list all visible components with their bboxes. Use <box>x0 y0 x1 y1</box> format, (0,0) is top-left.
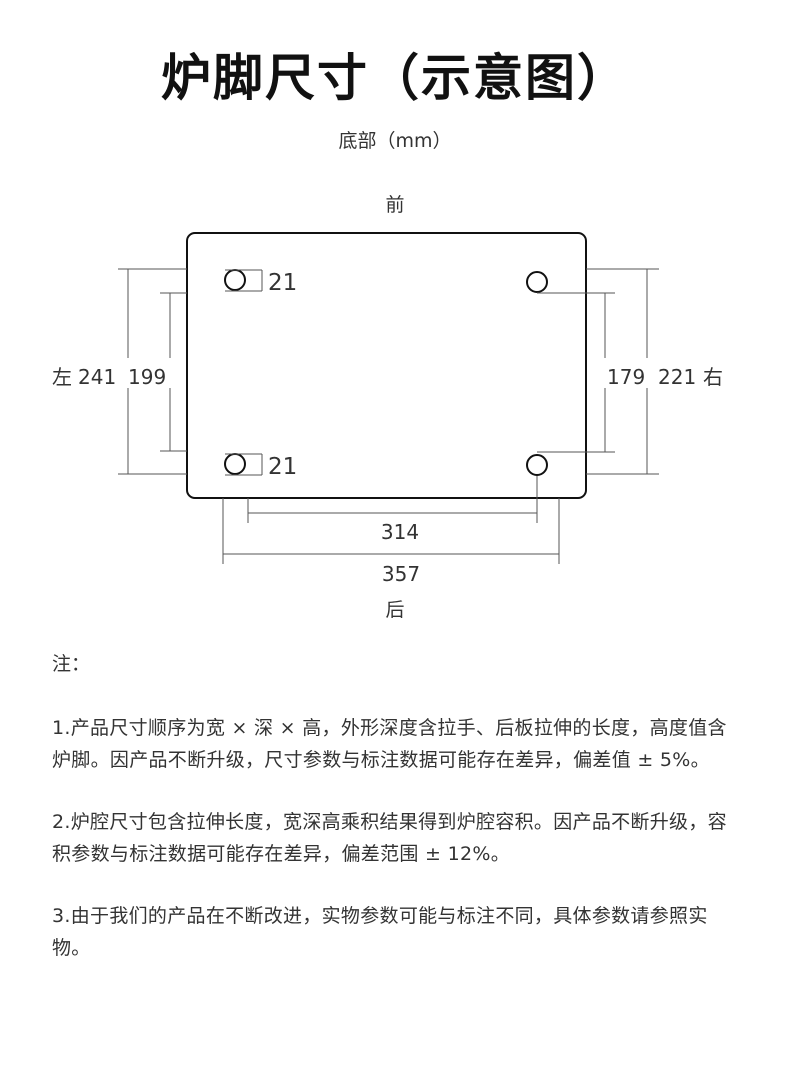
oven-base-outline <box>186 232 587 499</box>
left-inner-value: 199 <box>128 365 166 389</box>
right-outer-value: 221 <box>658 365 696 389</box>
note-item-3: 3.由于我们的产品在不断改进，实物参数可能与标注不同，具体参数请参照实物。 <box>52 905 708 959</box>
bottom-inner-value: 314 <box>381 520 419 544</box>
foot-top-right <box>526 271 548 293</box>
notes-section: 注： 1.产品尺寸顺序为宽 × 深 × 高，外形深度含拉手、后板拉伸的长度，高度… <box>52 648 742 994</box>
foot-diameter-marker-top <box>225 269 263 292</box>
foot-bottom-left <box>224 453 246 475</box>
right-inner-value: 179 <box>607 365 645 389</box>
right-inner-dimension <box>537 292 615 453</box>
foot-dimension-diagram: 前 后 21 21 左 241 199 <box>52 194 723 621</box>
foot-diameter-marker-bottom <box>225 453 263 476</box>
left-outer-value: 241 <box>78 365 116 389</box>
foot-diameter-top: 21 <box>268 270 297 296</box>
right-label: 右 <box>703 365 723 389</box>
page-subtitle: 底部（mm） <box>338 130 452 152</box>
front-label: 前 <box>385 194 404 216</box>
foot-top-left <box>224 269 246 291</box>
back-label: 后 <box>385 599 404 621</box>
note-item-2: 2.炉腔尺寸包含拉伸长度，宽深高乘积结果得到炉腔容积。因产品不断升级，容积参数与… <box>52 811 727 865</box>
bottom-inner-dimension <box>247 476 538 523</box>
foot-bottom-right <box>526 454 548 476</box>
right-outer-dimension <box>586 268 659 475</box>
left-label: 左 <box>52 365 72 389</box>
page-title: 炉脚尺寸（示意图） <box>161 49 629 107</box>
note-item-1: 1.产品尺寸顺序为宽 × 深 × 高，外形深度含拉手、后板拉伸的长度，高度值含炉… <box>52 717 727 771</box>
bottom-outer-value: 357 <box>382 562 420 586</box>
foot-diameter-bottom: 21 <box>268 454 297 480</box>
bottom-outer-dimension <box>222 498 560 564</box>
left-inner-dimension <box>160 292 187 452</box>
left-outer-dimension <box>118 268 187 475</box>
notes-label: 注： <box>52 653 91 675</box>
